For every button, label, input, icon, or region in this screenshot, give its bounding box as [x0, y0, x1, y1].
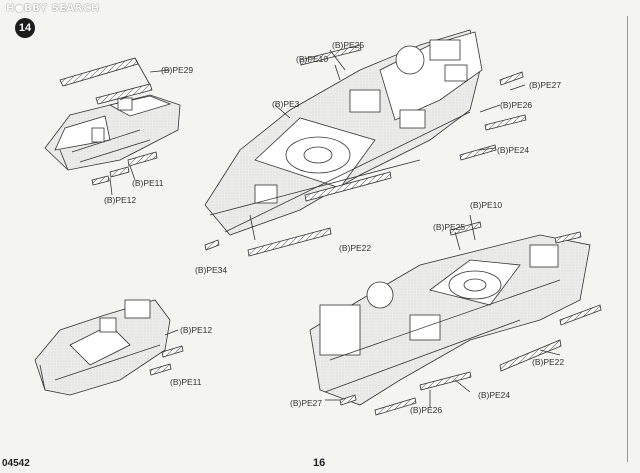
- label-pe12-bottom: (B)PE12: [180, 325, 213, 335]
- label-pe34: (B)PE34: [195, 265, 228, 275]
- label-pe24-bottom: (B)PE24: [478, 390, 511, 400]
- main-hull-bottom: [309, 214, 602, 416]
- page-border-line: [627, 16, 628, 462]
- label-pe27-bottom: (B)PE27: [290, 398, 323, 408]
- page-number: 16: [313, 457, 326, 469]
- label-pe10-top: (B)PE10: [296, 54, 329, 64]
- label-pe11-top: (B)PE11: [132, 178, 164, 188]
- label-pe3: (B)PE3: [272, 99, 300, 109]
- label-pe25-bottom: (B)PE25: [433, 222, 466, 232]
- label-pe22-top: (B)PE22: [339, 243, 372, 253]
- label-pe24-top: (B)PE24: [497, 145, 530, 155]
- label-pe22-bottom: (B)PE22: [532, 357, 565, 367]
- stern-section-top: [44, 57, 181, 196]
- label-pe26-bottom: (B)PE26: [410, 405, 443, 415]
- label-pe27-top: (B)PE27: [529, 80, 562, 90]
- product-code: 04542: [2, 458, 30, 469]
- label-pe26-top: (B)PE26: [500, 100, 533, 110]
- label-pe11-bottom: (B)PE11: [170, 377, 202, 387]
- stern-section-bottom: [34, 299, 184, 396]
- main-hull-top: [204, 29, 527, 257]
- step-number-badge: 14: [15, 18, 35, 38]
- label-pe10-bottom: (B)PE10: [470, 200, 503, 210]
- label-pe29: (B)PE29: [161, 65, 194, 75]
- label-pe25-top: (B)PE25: [332, 40, 365, 50]
- label-pe12-top: (B)PE12: [104, 195, 137, 205]
- hobbysearch-watermark: H●BBY SEARCH: [6, 3, 100, 14]
